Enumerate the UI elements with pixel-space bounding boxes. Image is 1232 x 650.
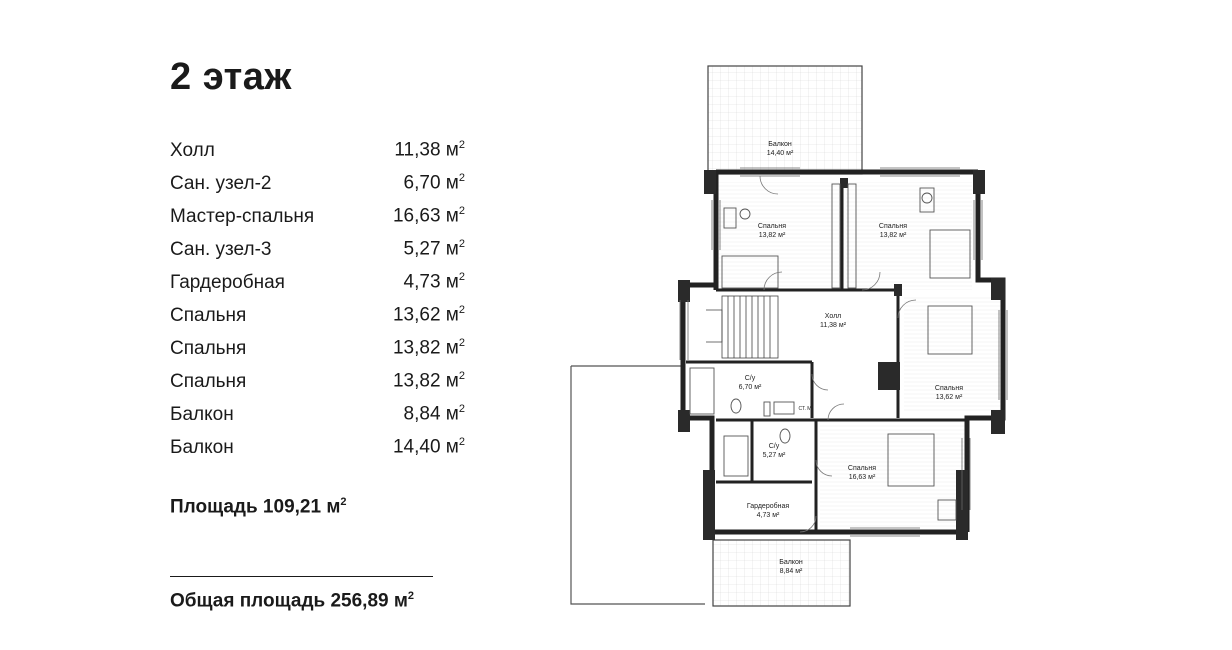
balcony-bottom-area: 8,84 м² (780, 568, 803, 575)
room-row: Спальня 13,62 м2 (170, 299, 465, 332)
doors (759, 175, 917, 533)
room-name: Сан. узел-3 (170, 238, 272, 260)
room-name: Мастер-спальня (170, 205, 315, 227)
room-row: Сан. узел-3 5,27 м2 (170, 233, 465, 266)
bedroom-tr-area: 13,82 м² (880, 232, 907, 239)
room-name: Гардеробная (170, 271, 285, 293)
room-name: Балкон (170, 403, 234, 425)
room-row: Спальня 13,82 м2 (170, 332, 465, 365)
room-area: 13,82 м2 (392, 337, 465, 359)
master-name: Спальня (848, 465, 876, 472)
bedroom-tr-name: Спальня (879, 223, 907, 230)
wardrobe-name: Гардеробная (747, 502, 790, 510)
balcony-top (707, 65, 863, 175)
floor-title: 2 этаж (170, 56, 292, 98)
room-area: 5,27 м2 (403, 238, 465, 260)
master-area: 16,63 м² (849, 474, 876, 481)
inner-walls (686, 182, 966, 532)
room-area: 16,63 м2 (392, 205, 465, 227)
room-row: Спальня 13,82 м2 (170, 365, 465, 398)
balcony-top-name: Балкон (768, 141, 792, 148)
bedroom-tl-area: 13,82 м² (759, 232, 786, 239)
room-name: Спальня (170, 370, 247, 392)
room-row: Гардеробная 4,73 м2 (170, 266, 465, 299)
divider (170, 576, 433, 577)
room-area: 13,62 м2 (392, 304, 465, 326)
wardrobe-area: 4,73 м² (757, 512, 780, 519)
total-area: Общая площадь 256,89 м2 (170, 590, 415, 612)
room-area: 4,73 м2 (403, 271, 465, 293)
room-area: 14,40 м2 (392, 436, 465, 458)
room-name: Спальня (170, 337, 247, 359)
room-row: Балкон 8,84 м2 (170, 398, 465, 431)
terrace-outline (570, 365, 705, 605)
room-row: Сан. узел-2 6,70 м2 (170, 167, 465, 200)
balcony-bottom-name: Балкон (779, 559, 803, 566)
bath3-area: 5,27 м² (763, 452, 786, 459)
windows (679, 167, 1008, 537)
balcony-bottom (712, 539, 851, 607)
room-area: 8,84 м2 (403, 403, 465, 425)
bedroom-r-name: Спальня (935, 385, 963, 392)
room-area: 13,82 м2 (392, 370, 465, 392)
room-row: Мастер-спальня 16,63 м2 (170, 200, 465, 233)
room-area: 6,70 м2 (403, 172, 465, 194)
floor-area: Площадь 109,21 м2 (170, 496, 347, 518)
room-area: 11,38 м2 (394, 139, 465, 161)
washer-label: СТ. М (799, 406, 812, 412)
bath3-name: С/у (769, 443, 780, 450)
room-name: Балкон (170, 436, 234, 458)
room-name: Спальня (170, 304, 247, 326)
hall-name: Холл (825, 313, 842, 320)
hall-area: 11,38 м² (820, 322, 847, 329)
room-row: Балкон 14,40 м2 (170, 431, 465, 464)
room-name: Холл (170, 139, 215, 161)
bedroom-tl-name: Спальня (758, 223, 786, 230)
room-row: Холл 11,38 м2 (170, 134, 465, 167)
furniture (689, 183, 973, 521)
floor-plan: Балкон 14,40 м² Спальня 13,82 м² Спальня… (570, 65, 1008, 607)
balcony-top-area: 14,40 м² (767, 150, 794, 157)
room-list: Холл 11,38 м2 Сан. узел-2 6,70 м2 Мастер… (170, 134, 465, 464)
staircase (706, 295, 779, 359)
bedroom-r-area: 13,62 м² (936, 394, 963, 401)
bath2-area: 6,70 м² (739, 384, 762, 391)
room-name: Сан. узел-2 (170, 172, 272, 194)
bath2-name: С/у (745, 375, 756, 382)
